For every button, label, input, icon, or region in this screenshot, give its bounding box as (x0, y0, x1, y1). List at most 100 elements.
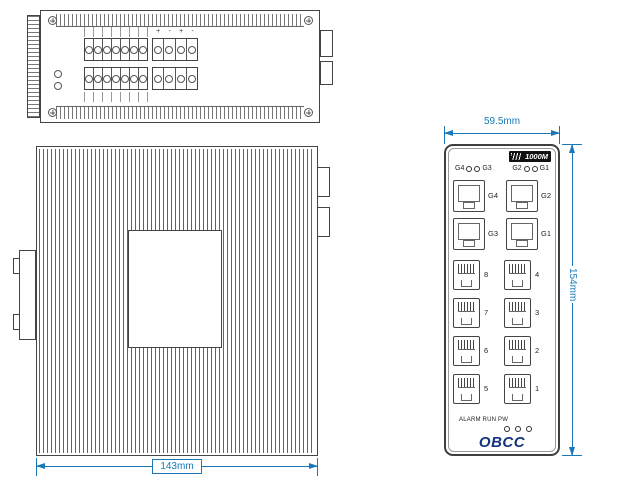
terminal-cell (176, 39, 187, 60)
rj45-port-label: 8 (484, 270, 489, 279)
sfp-port[interactable] (506, 218, 538, 250)
top-view: + - + - (0, 0, 360, 135)
rj45-port-label: 4 (535, 270, 540, 279)
rj45-port[interactable] (453, 260, 480, 290)
led-group-right: G2 G1 (512, 165, 549, 172)
terminal-cell (85, 39, 94, 60)
dimension-arrow-icon (569, 447, 575, 456)
terminal-cell (121, 68, 130, 89)
io-terminal-block-lower (84, 67, 148, 90)
dimension-label-width: 143mm (152, 459, 202, 474)
io-terminal-block-upper (84, 38, 148, 61)
led-g1-icon (531, 165, 538, 172)
rj45-port[interactable] (453, 336, 480, 366)
power-terminal-block-upper (152, 38, 198, 61)
dimension-label-front-width: 59.5mm (483, 116, 521, 127)
terminal-cell (103, 39, 112, 60)
mounting-tab (320, 61, 333, 85)
power-polarity-row: + - + - (152, 26, 198, 37)
vent-slots (56, 106, 304, 119)
dimension-label-front-height: 154mm (566, 266, 579, 304)
polarity-mark: - (168, 28, 171, 35)
heatsink-fins-end (27, 15, 40, 118)
dimension-arrow-icon (36, 463, 45, 469)
sfp-led-row: G4 G3 G2 G1 (455, 165, 549, 172)
corner-screw (304, 16, 313, 25)
terminal-cell (112, 39, 121, 60)
led-label-g1: G1 (539, 165, 549, 172)
rj45-port[interactable] (453, 298, 480, 328)
rj45-port-label: 1 (535, 384, 540, 393)
brand-logo: OBCC (478, 434, 526, 451)
din-rail-clip-latch (13, 314, 20, 330)
mounting-tab (317, 207, 330, 237)
corner-screw (304, 108, 313, 117)
rj45-port[interactable] (504, 374, 531, 404)
polarity-mark: - (191, 28, 194, 35)
sfp-port-label: G1 (541, 229, 552, 238)
model-badge: 1000M (509, 151, 551, 162)
enclosure-side-body (36, 146, 318, 456)
led-g4-icon (466, 165, 473, 172)
mounting-tab (320, 30, 333, 57)
rj45-port-label: 7 (484, 308, 489, 317)
terminal-cell (130, 39, 139, 60)
corner-screw (48, 16, 57, 25)
pw-led-icon (526, 426, 532, 432)
sfp-port-label: G2 (541, 191, 552, 200)
front-view: 1000M G4 G3 G2 G1 G4 G2 G3 G1 8 (444, 144, 560, 456)
alarm-led-icon (504, 426, 510, 432)
terminal-cell (153, 39, 165, 60)
polarity-mark: + (156, 28, 161, 35)
vent-slots (56, 14, 304, 27)
rj45-port-label: 3 (535, 308, 540, 317)
terminal-cell (187, 39, 197, 60)
din-rail-clip (19, 250, 36, 340)
status-led-label: ALARM RUN PW (459, 417, 509, 423)
dimension-arrow-icon (569, 144, 575, 153)
ground-screw-hole (54, 70, 62, 78)
terminal-cell (103, 68, 112, 89)
terminal-cell (164, 39, 176, 60)
led-group-left: G4 G3 (455, 165, 492, 172)
status-led-row (504, 426, 532, 432)
terminal-cell (121, 39, 130, 60)
led-label-g2: G2 (512, 165, 522, 172)
dimension-arrow-icon (444, 130, 453, 136)
sfp-port[interactable] (453, 180, 485, 212)
sfp-port[interactable] (506, 180, 538, 212)
terminal-cell (94, 68, 103, 89)
terminal-cell (130, 68, 139, 89)
rj45-port[interactable] (504, 336, 531, 366)
led-label-g4: G4 (455, 165, 465, 172)
terminal-cell (187, 68, 197, 89)
mounting-tab (317, 167, 330, 197)
power-terminal-block-lower (152, 67, 198, 90)
din-rail-clip-hook (13, 258, 20, 274)
rj45-port-label: 2 (535, 346, 540, 355)
rj45-port[interactable] (453, 374, 480, 404)
dimension-line-front-width (444, 133, 560, 134)
terminal-cell (153, 68, 165, 89)
corner-screw (48, 108, 57, 117)
rj45-port[interactable] (504, 260, 531, 290)
rj45-port-label: 6 (484, 346, 489, 355)
terminal-cell (164, 68, 176, 89)
rj45-port-label: 5 (484, 384, 489, 393)
terminal-cell (176, 68, 187, 89)
led-g2-icon (523, 165, 530, 172)
terminal-cell (139, 68, 147, 89)
product-label-plate (128, 230, 222, 348)
terminal-cell (112, 68, 121, 89)
sfp-port[interactable] (453, 218, 485, 250)
polarity-mark: + (179, 28, 184, 35)
rj45-port[interactable] (504, 298, 531, 328)
side-view: 143mm (0, 135, 360, 489)
ground-screw-hole (54, 82, 62, 90)
terminal-cell (94, 39, 103, 60)
run-led-icon (515, 426, 521, 432)
terminal-cell (139, 39, 147, 60)
dimension-arrow-icon (551, 130, 560, 136)
terminal-pin-labels (84, 27, 148, 37)
